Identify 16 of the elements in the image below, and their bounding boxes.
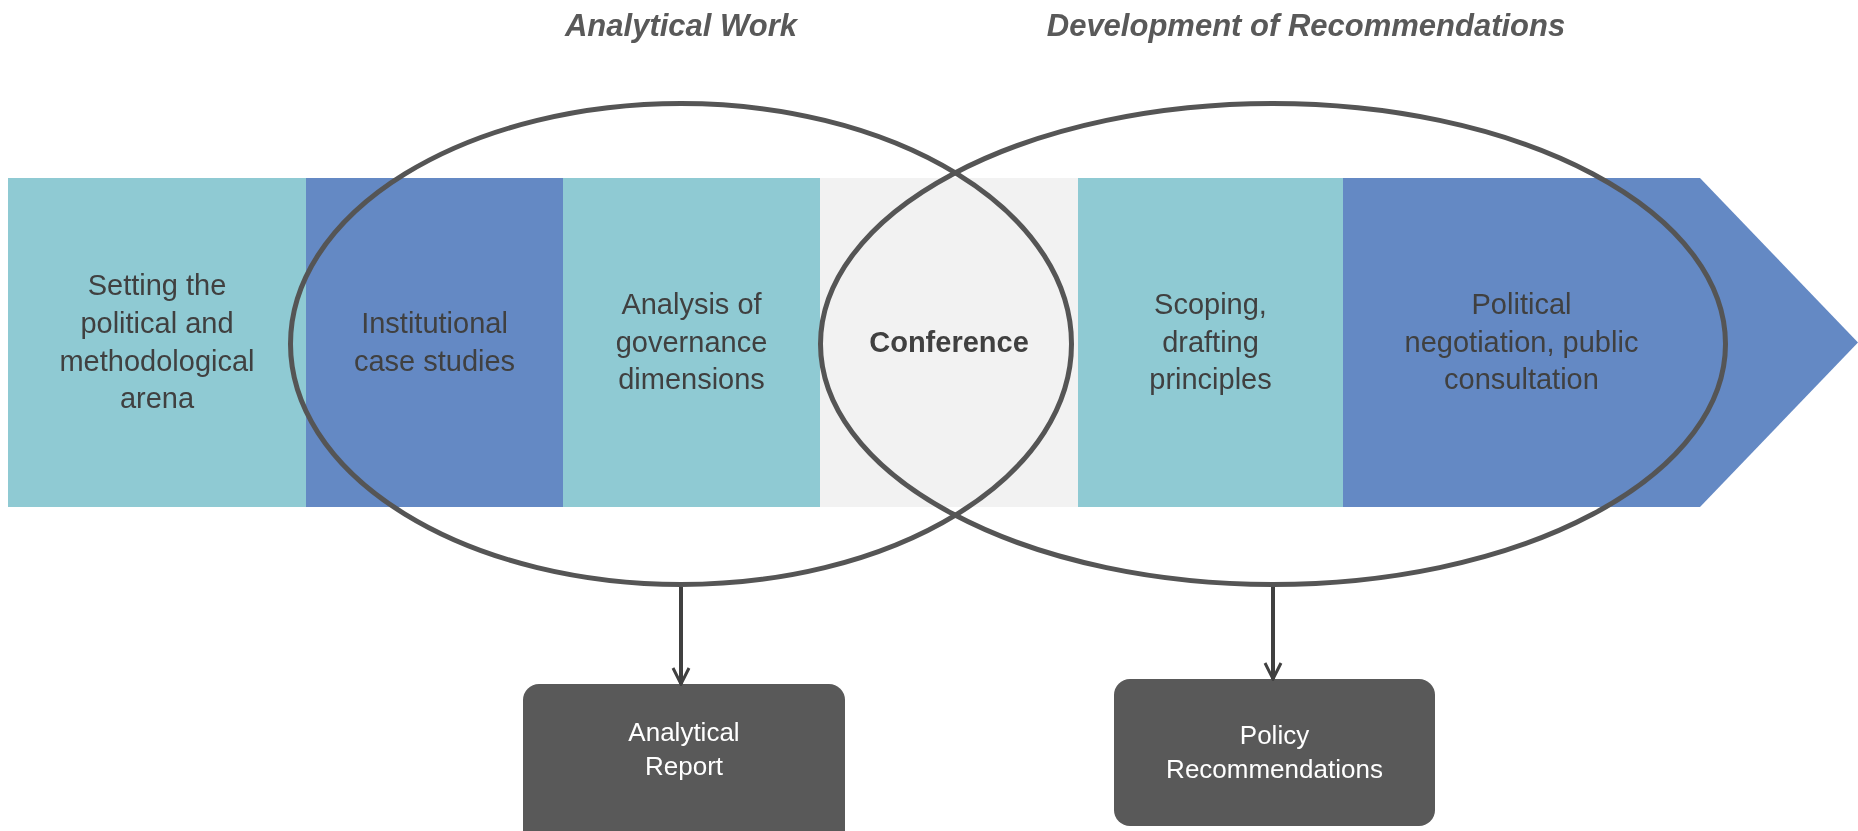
group-heading: Analytical Work (565, 8, 797, 44)
step-label: Setting the political and methodological arena (58, 268, 256, 417)
output-label: Analytical Report (627, 716, 741, 783)
arrow (1263, 587, 1283, 681)
step-label: Political negotiation, public consultation (1403, 286, 1640, 398)
output-box (523, 684, 845, 831)
process-step (8, 178, 306, 507)
step-label: Conference (869, 324, 1029, 360)
step-label: Scoping, drafting principles (1148, 286, 1273, 398)
output-label: Policy Recommendations (1165, 718, 1384, 786)
step-label: Institutional case studies (352, 305, 517, 379)
group-heading: Development of Recommendations (1046, 8, 1566, 44)
arrow (671, 587, 691, 686)
process-step (820, 178, 1078, 507)
step-label: Analysis of governance dimensions (614, 286, 769, 398)
output-box (1114, 679, 1435, 826)
